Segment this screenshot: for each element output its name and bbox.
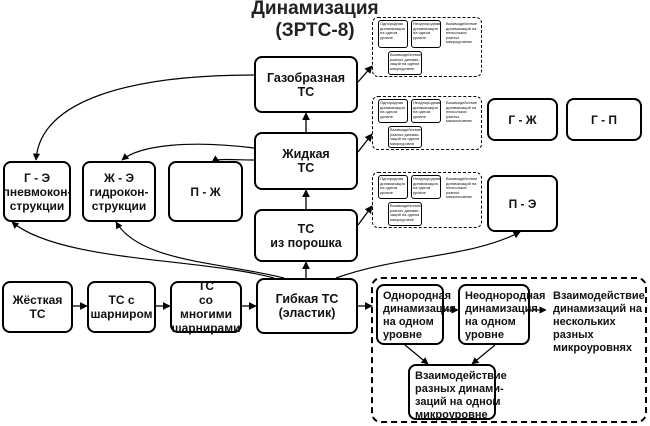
mini-powder-heterogeneous: Неоднородная динамизация на одном уровне [411,175,441,199]
box-multilevel-interaction: Взаимодействие динамизаций на нескольких… [546,284,645,354]
mini-group-liquid [372,96,482,150]
mini-liquid-interaction: Взаимодействие разных динами- заций на о… [388,126,422,148]
arrow-heterog-to-interaction [471,344,496,365]
box-gas-powder: Г - П [566,98,642,141]
diagram-title: Динамизация [251,0,379,19]
box-powder-elastic: П - Э [487,175,558,232]
mini-liquid-homogeneous: Однородная динамизация на одном уровне [378,99,408,123]
box-liquid-elastic: Ж - Э гидрокон- струкции [82,161,156,222]
mini-gas-heterogeneous: Неоднородная динамизация на одном уровне [411,20,441,48]
box-flexible-system: Гибкая ТС (эластик) [256,278,358,334]
box-many-hinges-system: ТС со многими шарнирами [170,279,242,335]
mini-gas-multilevel: Взаимодействие динамизаций на нескольких… [444,20,480,48]
box-interaction-one-level: Взаимодействие разных динами- заций на о… [408,364,507,421]
arrow-flexible-to-pe [335,231,521,279]
mini-liquid-multilevel: Взаимодействие динамизаций на нескольких… [444,99,480,123]
arrow-liquid-to-zhe [121,143,255,161]
box-hinge-system: ТС с шарниром [87,281,156,333]
detail-group [371,277,647,423]
box-powder-system: ТС из порошка [254,209,358,262]
box-gas-elastic: Г - Э пневмокон- струкции [3,161,71,222]
arrow-powder-to-mini [357,205,373,226]
mini-gas-interaction: Взаимодействие разных динами- заций на о… [388,51,422,75]
arrow-homog-to-interaction [404,344,429,365]
mini-powder-interaction: Взаимодействие разных динами- заций на о… [388,202,422,226]
mini-powder-multilevel: Взаимодействие динамизаций на нескольких… [444,175,480,199]
box-rigid-system: Жёсткая ТС [2,281,73,333]
box-heterogeneous-dynamization: Неоднородная динамизация на одном уровне [458,284,545,345]
box-liquid-system: Жидкая ТС [254,132,358,190]
mini-group-powder [372,172,482,228]
box-gas-system: Газобразная ТС [254,56,358,113]
diagram-subtitle: (ЗРТС-8) [275,20,355,41]
arrow-liquid-to-mini [357,133,373,153]
box-homogeneous-dynamization: Однородная динамизация на одном уровне [376,284,456,345]
arrow-flexible-to-zhe [115,221,285,279]
arrow-gas-to-mini [357,65,373,83]
mini-liquid-heterogeneous: Неоднородная динамизация на одном уровне [411,99,441,123]
box-gas-liquid: Г - Ж [487,98,558,141]
mini-gas-homogeneous: Однородная динамизация на одном уровне [378,20,408,48]
box-powder-liquid: П - Ж [168,161,243,222]
mini-powder-homogeneous: Однородная динамизация на одном уровне [378,175,408,199]
arrow-gas-to-ge [32,74,255,161]
arrow-flexible-to-ge [11,221,275,279]
mini-group-gas [372,17,482,77]
